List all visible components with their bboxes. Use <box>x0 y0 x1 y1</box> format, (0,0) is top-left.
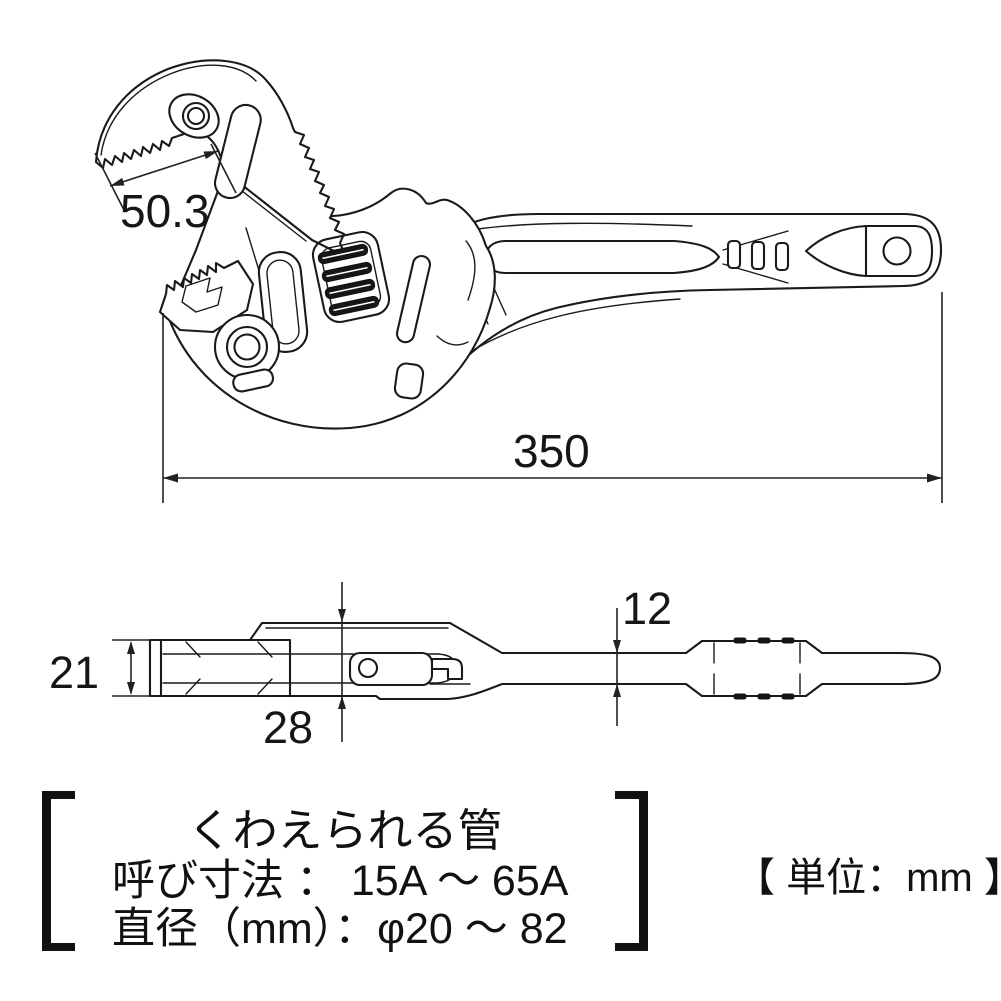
dim-jaw-opening-label: 50.3 <box>120 185 210 237</box>
top-view-pawl <box>348 651 471 687</box>
wrench-side-view <box>94 59 943 503</box>
gripping-pipe-spec-note: くわえられる管 呼び寸法 ： 15A ～ 65A 直径（mm）：φ20 ～ 82 <box>42 788 648 954</box>
body-slot <box>393 362 425 400</box>
dim-handle-thickness <box>613 608 621 726</box>
grip-dot <box>774 241 790 272</box>
adjusting-knurl <box>311 230 391 324</box>
grip-dot <box>726 239 742 270</box>
dim-head-width-label: 28 <box>263 702 314 753</box>
hang-hole <box>882 236 912 266</box>
dim-handle-thickness-label: 12 <box>622 583 673 634</box>
dim-overall-length-label: 350 <box>513 425 590 477</box>
dim-jaw-opening <box>94 143 237 213</box>
grip-notches <box>713 637 801 700</box>
spec-diameter: 直径（mm）：φ20 ～ 82 <box>112 905 568 953</box>
spec-bracket-left <box>42 791 75 951</box>
unit-note: 【 単位：mm 】 <box>735 856 1001 900</box>
dim-overall-length <box>162 292 943 503</box>
spec-bracket-right <box>615 791 648 951</box>
dim-head-width <box>338 582 346 742</box>
grip-dot <box>750 240 766 271</box>
handle-side <box>396 212 943 400</box>
spec-nominal-size: 呼び寸法 ： 15A ～ 65A <box>112 857 569 905</box>
hook-jaw <box>94 59 348 259</box>
top-view-jaw-block <box>148 638 457 698</box>
pawl-pin <box>357 657 379 679</box>
knurl-ribs <box>317 243 380 317</box>
handle-slot <box>484 239 721 275</box>
lower-jaw <box>158 259 255 334</box>
spring-clip <box>395 254 432 344</box>
wrench-top-view <box>112 582 942 742</box>
dim-jaw-width <box>112 639 154 697</box>
dim-jaw-width-label: 21 <box>49 647 100 698</box>
pivot-bolt <box>213 313 281 393</box>
spec-title: くわえられる管 <box>187 805 503 856</box>
